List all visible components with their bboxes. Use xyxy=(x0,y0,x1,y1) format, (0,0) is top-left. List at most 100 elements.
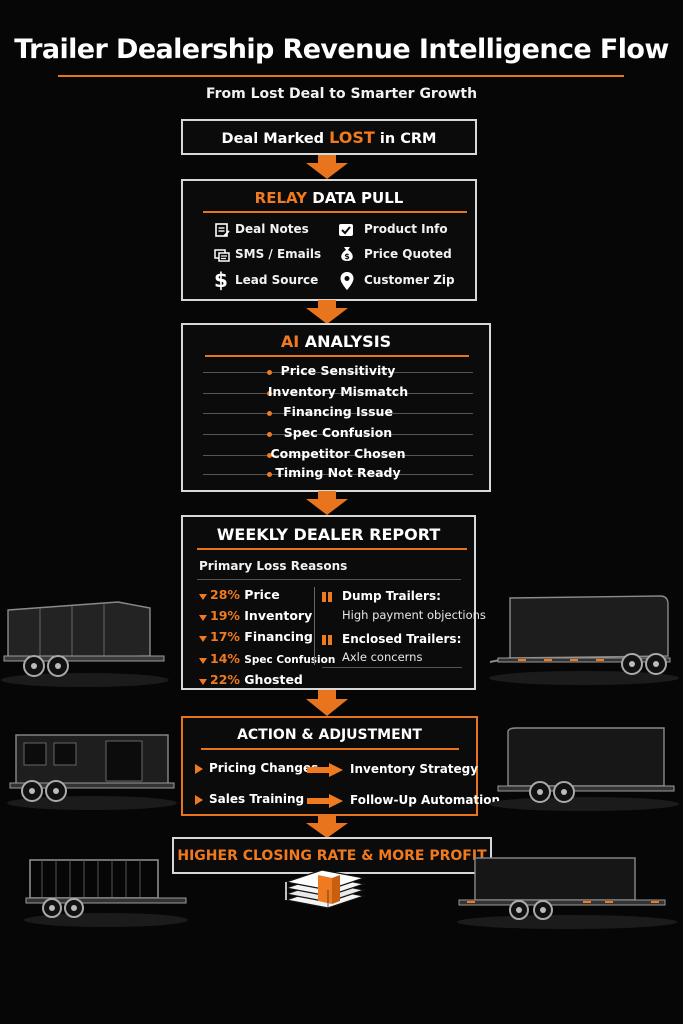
relay-title-rule xyxy=(203,211,467,213)
stat-price-pct: 28% xyxy=(210,587,240,602)
report-section-divider xyxy=(197,579,461,580)
ai-reason-financing-issue: Financing Issue xyxy=(283,404,393,419)
action-pricing-changes: Pricing Changes xyxy=(209,761,319,775)
stat-bullet xyxy=(199,594,207,600)
reason-divider xyxy=(203,393,473,394)
stat-bullet xyxy=(199,615,207,621)
stat-inventory: 19% Inventory xyxy=(210,608,312,623)
notes-icon xyxy=(215,223,230,237)
reason-bullet xyxy=(267,411,272,416)
result-box: HIGHER CLOSING RATE & MORE PROFIT xyxy=(172,837,492,874)
relay-data-pull-box: RELAY DATA PULL Deal Notes Product Info … xyxy=(181,179,477,301)
result-label: HIGHER CLOSING RATE & MORE PROFIT xyxy=(177,848,487,864)
relay-item-sms-emails: SMS / Emails xyxy=(235,247,322,261)
messages-icon xyxy=(214,249,230,262)
stat-spec-pct: 14% xyxy=(210,651,240,666)
report-section-label: Primary Loss Reasons xyxy=(199,559,348,573)
action-follow-up-automation: Follow-Up Automation xyxy=(350,793,501,807)
money-bag-icon: $ xyxy=(341,247,353,261)
title-underline xyxy=(58,75,624,77)
reason-divider xyxy=(203,434,473,435)
dollar-icon: $ xyxy=(214,269,228,291)
reason-divider xyxy=(203,474,473,475)
note-dump-heading: Dump Trailers: xyxy=(342,589,441,603)
crm-prefix: Deal Marked xyxy=(221,131,325,147)
reason-bullet xyxy=(267,453,272,458)
flow-arrow-3 xyxy=(306,491,348,515)
reason-divider xyxy=(203,455,473,456)
reason-bullet xyxy=(267,370,272,375)
reason-bullet xyxy=(267,472,272,477)
crm-lost-label: Deal Marked LOST in CRM xyxy=(183,128,475,147)
stat-spec-confusion: 14% Spec Confusion xyxy=(210,651,335,666)
stat-inventory-pct: 19% xyxy=(210,608,240,623)
stat-price: 28% Price xyxy=(210,587,280,602)
stat-inventory-label: Inventory xyxy=(244,608,313,623)
note-marker-icon xyxy=(322,635,332,645)
dump-trailer-left-icon xyxy=(1,601,169,687)
ai-reason-competitor-chosen: Competitor Chosen xyxy=(270,446,406,461)
enclosed-trailer-right-3-icon xyxy=(457,857,677,929)
note-dump-body: High payment objections xyxy=(342,608,486,622)
flow-arrow-1 xyxy=(306,155,348,179)
reason-divider xyxy=(203,413,473,414)
svg-text:$: $ xyxy=(344,252,350,261)
action-bullet-icon xyxy=(195,764,203,774)
arrow-right-icon xyxy=(307,794,343,808)
note-marker-icon xyxy=(322,592,332,602)
ai-reason-inventory-mismatch: Inventory Mismatch xyxy=(267,384,409,399)
relay-title-rest: DATA PULL xyxy=(312,189,404,207)
money-stack-icon xyxy=(283,869,367,909)
stat-price-label: Price xyxy=(244,587,280,602)
action-title: ACTION & ADJUSTMENT xyxy=(237,727,422,743)
stat-financing-label: Financing xyxy=(244,629,313,644)
crm-lost-emphasis: LOST xyxy=(329,128,375,147)
stat-spec-label: Spec Confusion xyxy=(244,654,336,666)
ai-title-rest: ANALYSIS xyxy=(304,332,392,351)
flow-arrow-4 xyxy=(306,690,348,716)
relay-item-deal-notes: Deal Notes xyxy=(235,222,309,236)
utility-trailer-left-icon xyxy=(24,859,188,927)
report-column-divider xyxy=(314,587,315,665)
report-title: WEEKLY DEALER REPORT xyxy=(216,525,441,544)
ai-reason-price-sensitivity: Price Sensitivity xyxy=(280,363,396,378)
stat-financing-pct: 17% xyxy=(210,629,240,644)
report-title-rule xyxy=(197,548,467,550)
note-enclosed-heading: Enclosed Trailers: xyxy=(342,632,462,646)
stat-financing: 17% Financing xyxy=(210,629,313,644)
note-enclosed-body: Axle concerns xyxy=(342,650,423,664)
flow-arrow-2 xyxy=(306,300,348,324)
stat-ghosted-pct: 22% xyxy=(210,672,240,687)
action-adjustment-box: ACTION & ADJUSTMENT Pricing Changes Inve… xyxy=(181,716,500,816)
stat-ghosted: 22% Ghosted xyxy=(210,672,303,687)
page-title: Trailer Dealership Revenue Intelligence … xyxy=(14,34,669,65)
action-sales-training: Sales Training xyxy=(209,792,305,806)
stat-ghosted-label: Ghosted xyxy=(244,672,303,687)
svg-text:$: $ xyxy=(214,269,228,291)
action-title-rule xyxy=(201,748,459,750)
page-subtitle: From Lost Deal to Smarter Growth xyxy=(205,86,478,102)
reason-bullet xyxy=(267,391,272,396)
flow-arrow-5 xyxy=(306,816,348,838)
weekly-report-box: WEEKLY DEALER REPORT Primary Loss Reason… xyxy=(181,515,486,690)
crm-lost-box: Deal Marked LOST in CRM xyxy=(181,119,477,155)
ai-reason-spec-confusion: Spec Confusion xyxy=(283,425,393,440)
relay-title: RELAY DATA PULL xyxy=(183,189,475,207)
checkmark-icon xyxy=(339,224,353,236)
ai-title-rule xyxy=(205,355,469,357)
reason-divider xyxy=(203,372,473,373)
stat-bullet xyxy=(199,679,207,685)
arrow-right-icon xyxy=(307,763,343,777)
stat-bullet xyxy=(199,658,207,664)
relay-title-accent: RELAY xyxy=(254,189,308,207)
ai-analysis-box: AI ANALYSIS Price Sensitivity Inventory … xyxy=(181,323,491,492)
action-bullet-icon xyxy=(195,795,203,805)
stat-bullet xyxy=(199,636,207,642)
relay-item-price-quoted: Price Quoted xyxy=(364,247,452,261)
ai-title: AI ANALYSIS xyxy=(183,332,489,351)
ai-title-accent: AI xyxy=(280,332,300,351)
action-inventory-strategy: Inventory Strategy xyxy=(350,762,479,776)
cargo-trailer-left-icon xyxy=(7,734,177,810)
note-divider xyxy=(322,667,462,668)
ai-reason-timing-not-ready: Timing Not Ready xyxy=(275,465,401,480)
